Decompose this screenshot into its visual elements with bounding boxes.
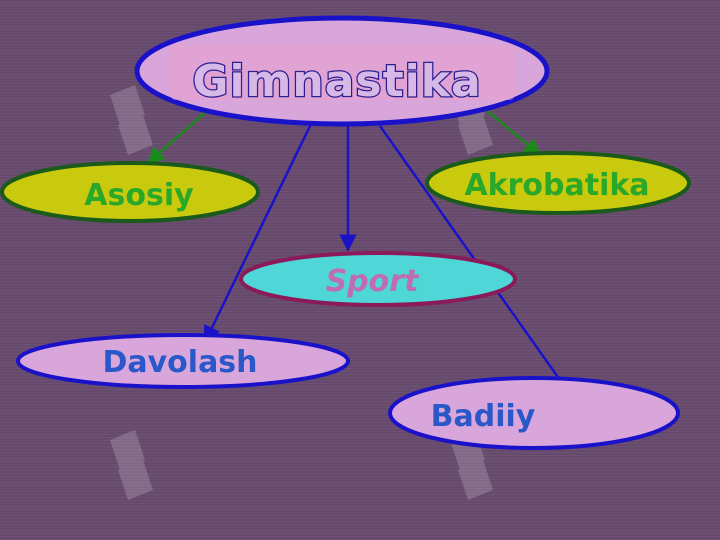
node-root-label: Gimnastika [192,56,481,107]
edge-root-akrobatika [483,107,542,157]
node-akrobatika-label: Akrobatika [464,168,649,203]
watermark [110,85,493,500]
node-sport: Sport [239,251,517,307]
edge-root-badiiy [378,125,562,381]
edge-root-asosiy [146,109,209,165]
node-davolash-label: Davolash [102,345,257,380]
node-badiiy-label: Badiiy [431,399,536,434]
node-badiiy: Badiiy [388,376,680,450]
edge-root-davolash [203,121,314,344]
node-asosiy-label: Asosiy [84,178,194,213]
node-sport-label: Sport [326,264,420,299]
node-asosiy: Asosiy [0,161,260,223]
node-akrobatika: Akrobatika [425,151,691,215]
root-highlight [170,45,515,100]
node-root: Gimnastika [134,15,550,127]
node-davolash: Davolash [16,333,350,389]
